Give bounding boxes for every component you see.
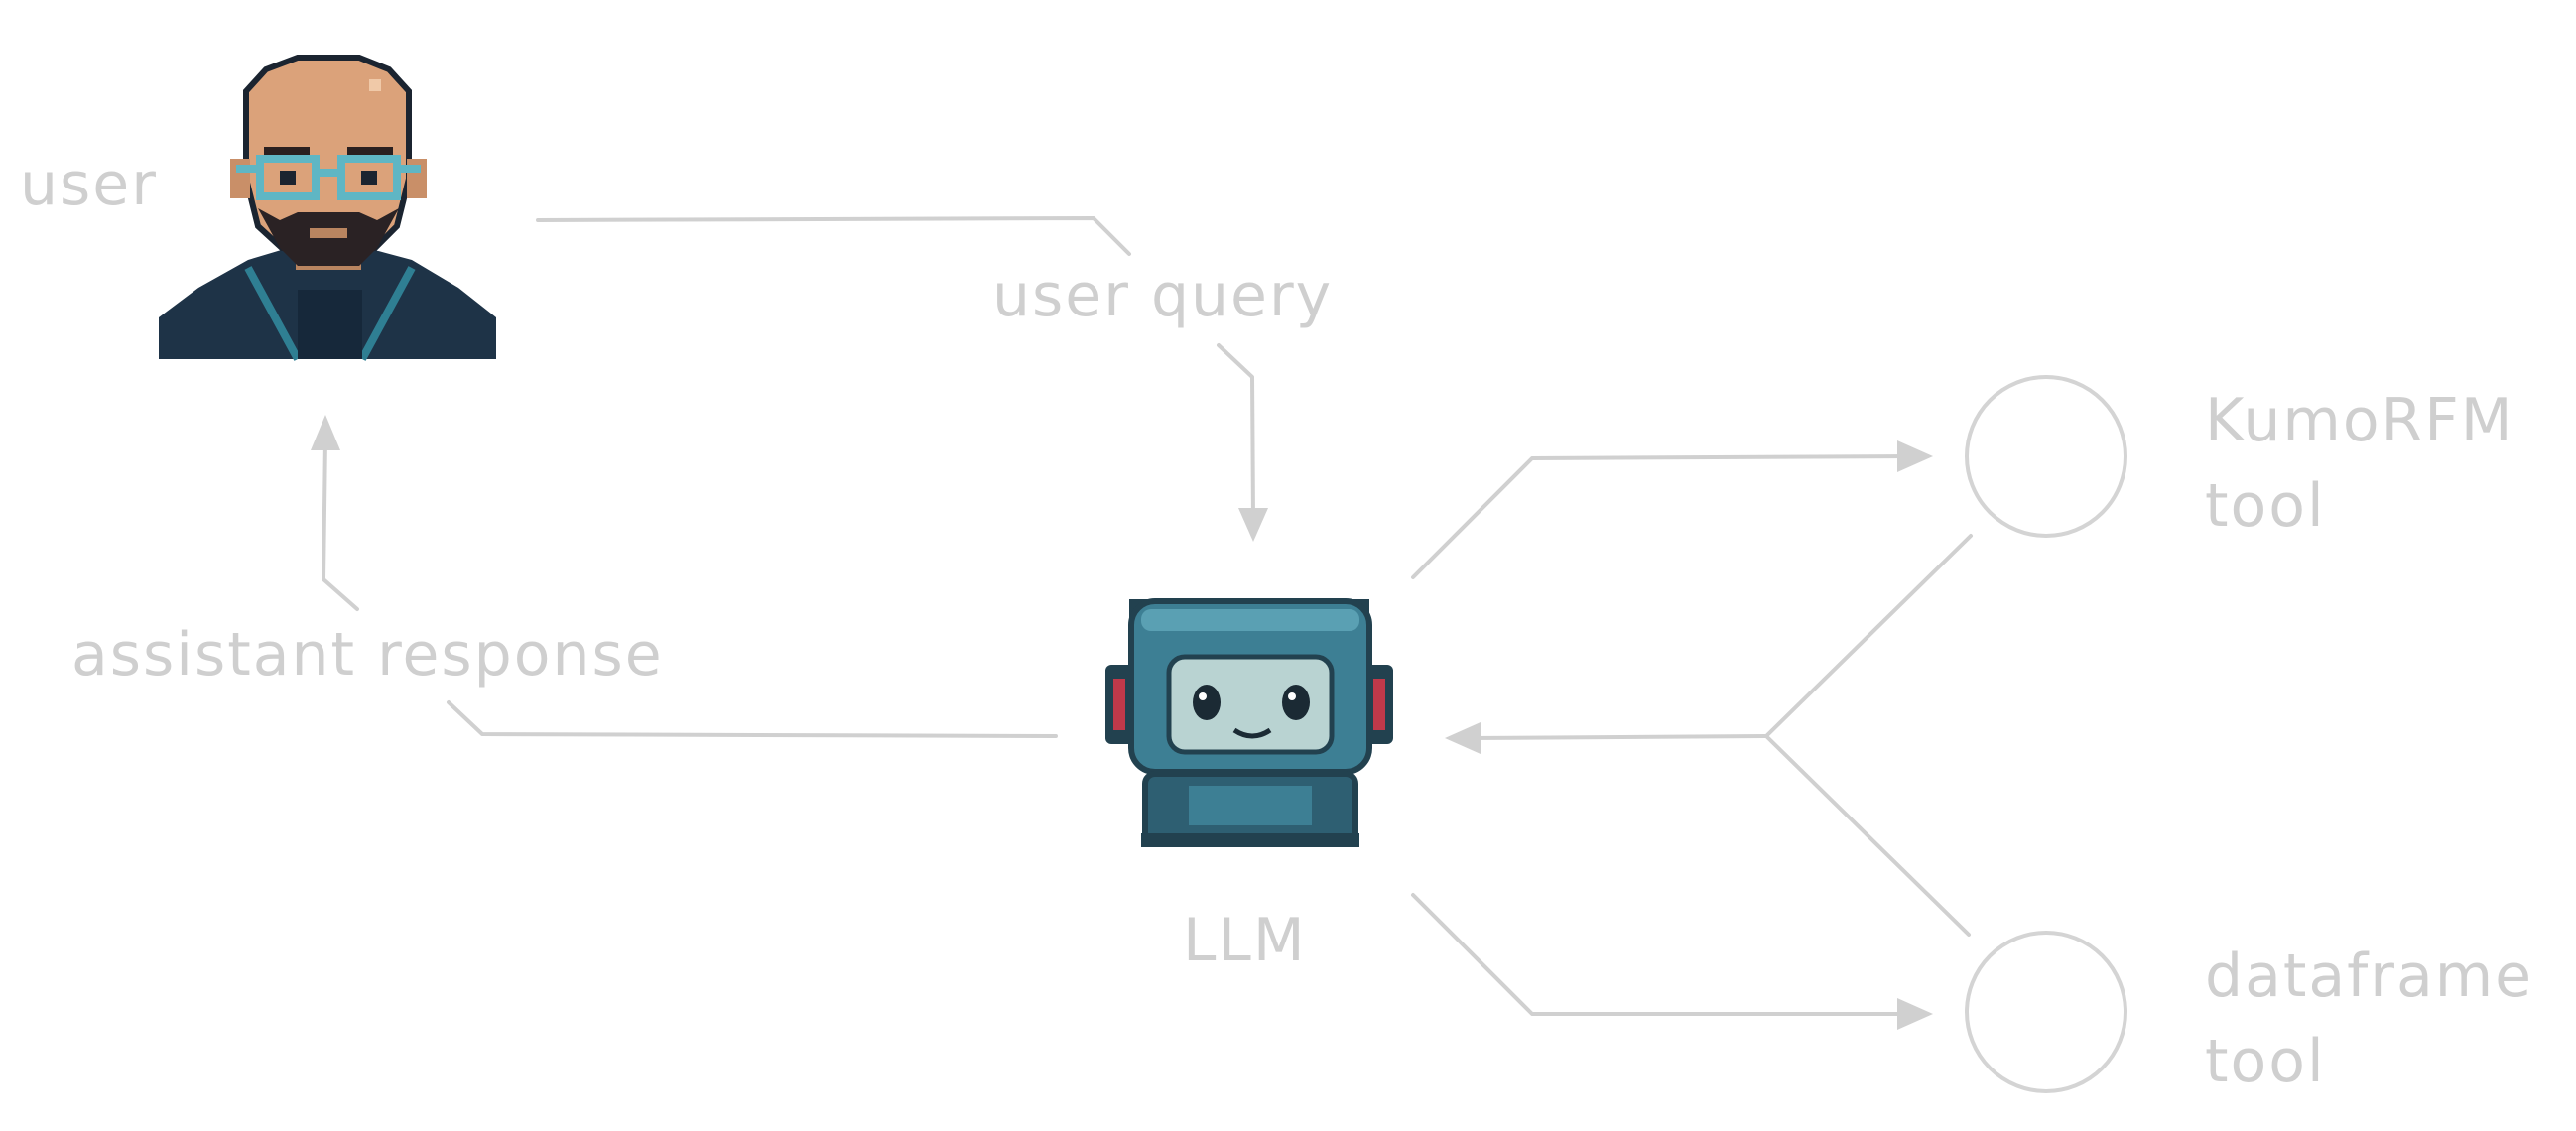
dataframe-tool-label-line2: tool (2205, 1027, 2326, 1096)
arrowhead-to-user (311, 415, 340, 450)
edge-user-query-bottom (1217, 343, 1255, 520)
dataframe-tool-node (1965, 931, 2127, 1093)
edge-kumorfm-return (1764, 534, 1973, 738)
arrowhead-to-llm (1238, 508, 1268, 542)
user-query-label: user query (992, 261, 1333, 330)
llm-label: LLM (1183, 906, 1307, 975)
edge-llm-to-kumorfm (1411, 454, 1909, 579)
kumorfm-tool-node (1965, 375, 2127, 538)
edge-user-query-top (536, 216, 1131, 256)
edge-llm-to-dataframe (1411, 893, 1909, 1016)
kumorfm-tool-label-line1: KumoRFM (2205, 386, 2514, 455)
arrowhead-return-to-llm (1445, 722, 1481, 754)
robot-icon (1105, 598, 1393, 847)
user-label: user (20, 150, 158, 219)
user-avatar-icon (159, 55, 496, 361)
arrowhead-to-kumorfm (1897, 440, 1933, 472)
edge-assistant-response-bottom (447, 700, 1058, 738)
kumorfm-tool-label-line2: tool (2205, 471, 2326, 541)
edge-tools-to-llm (1469, 734, 1768, 740)
dataframe-tool-label-line1: dataframe (2205, 942, 2533, 1011)
arrowhead-to-dataframe (1897, 998, 1933, 1030)
edge-dataframe-return (1764, 734, 1971, 937)
edge-assistant-response-top (322, 439, 359, 611)
assistant-response-label: assistant response (71, 620, 664, 690)
